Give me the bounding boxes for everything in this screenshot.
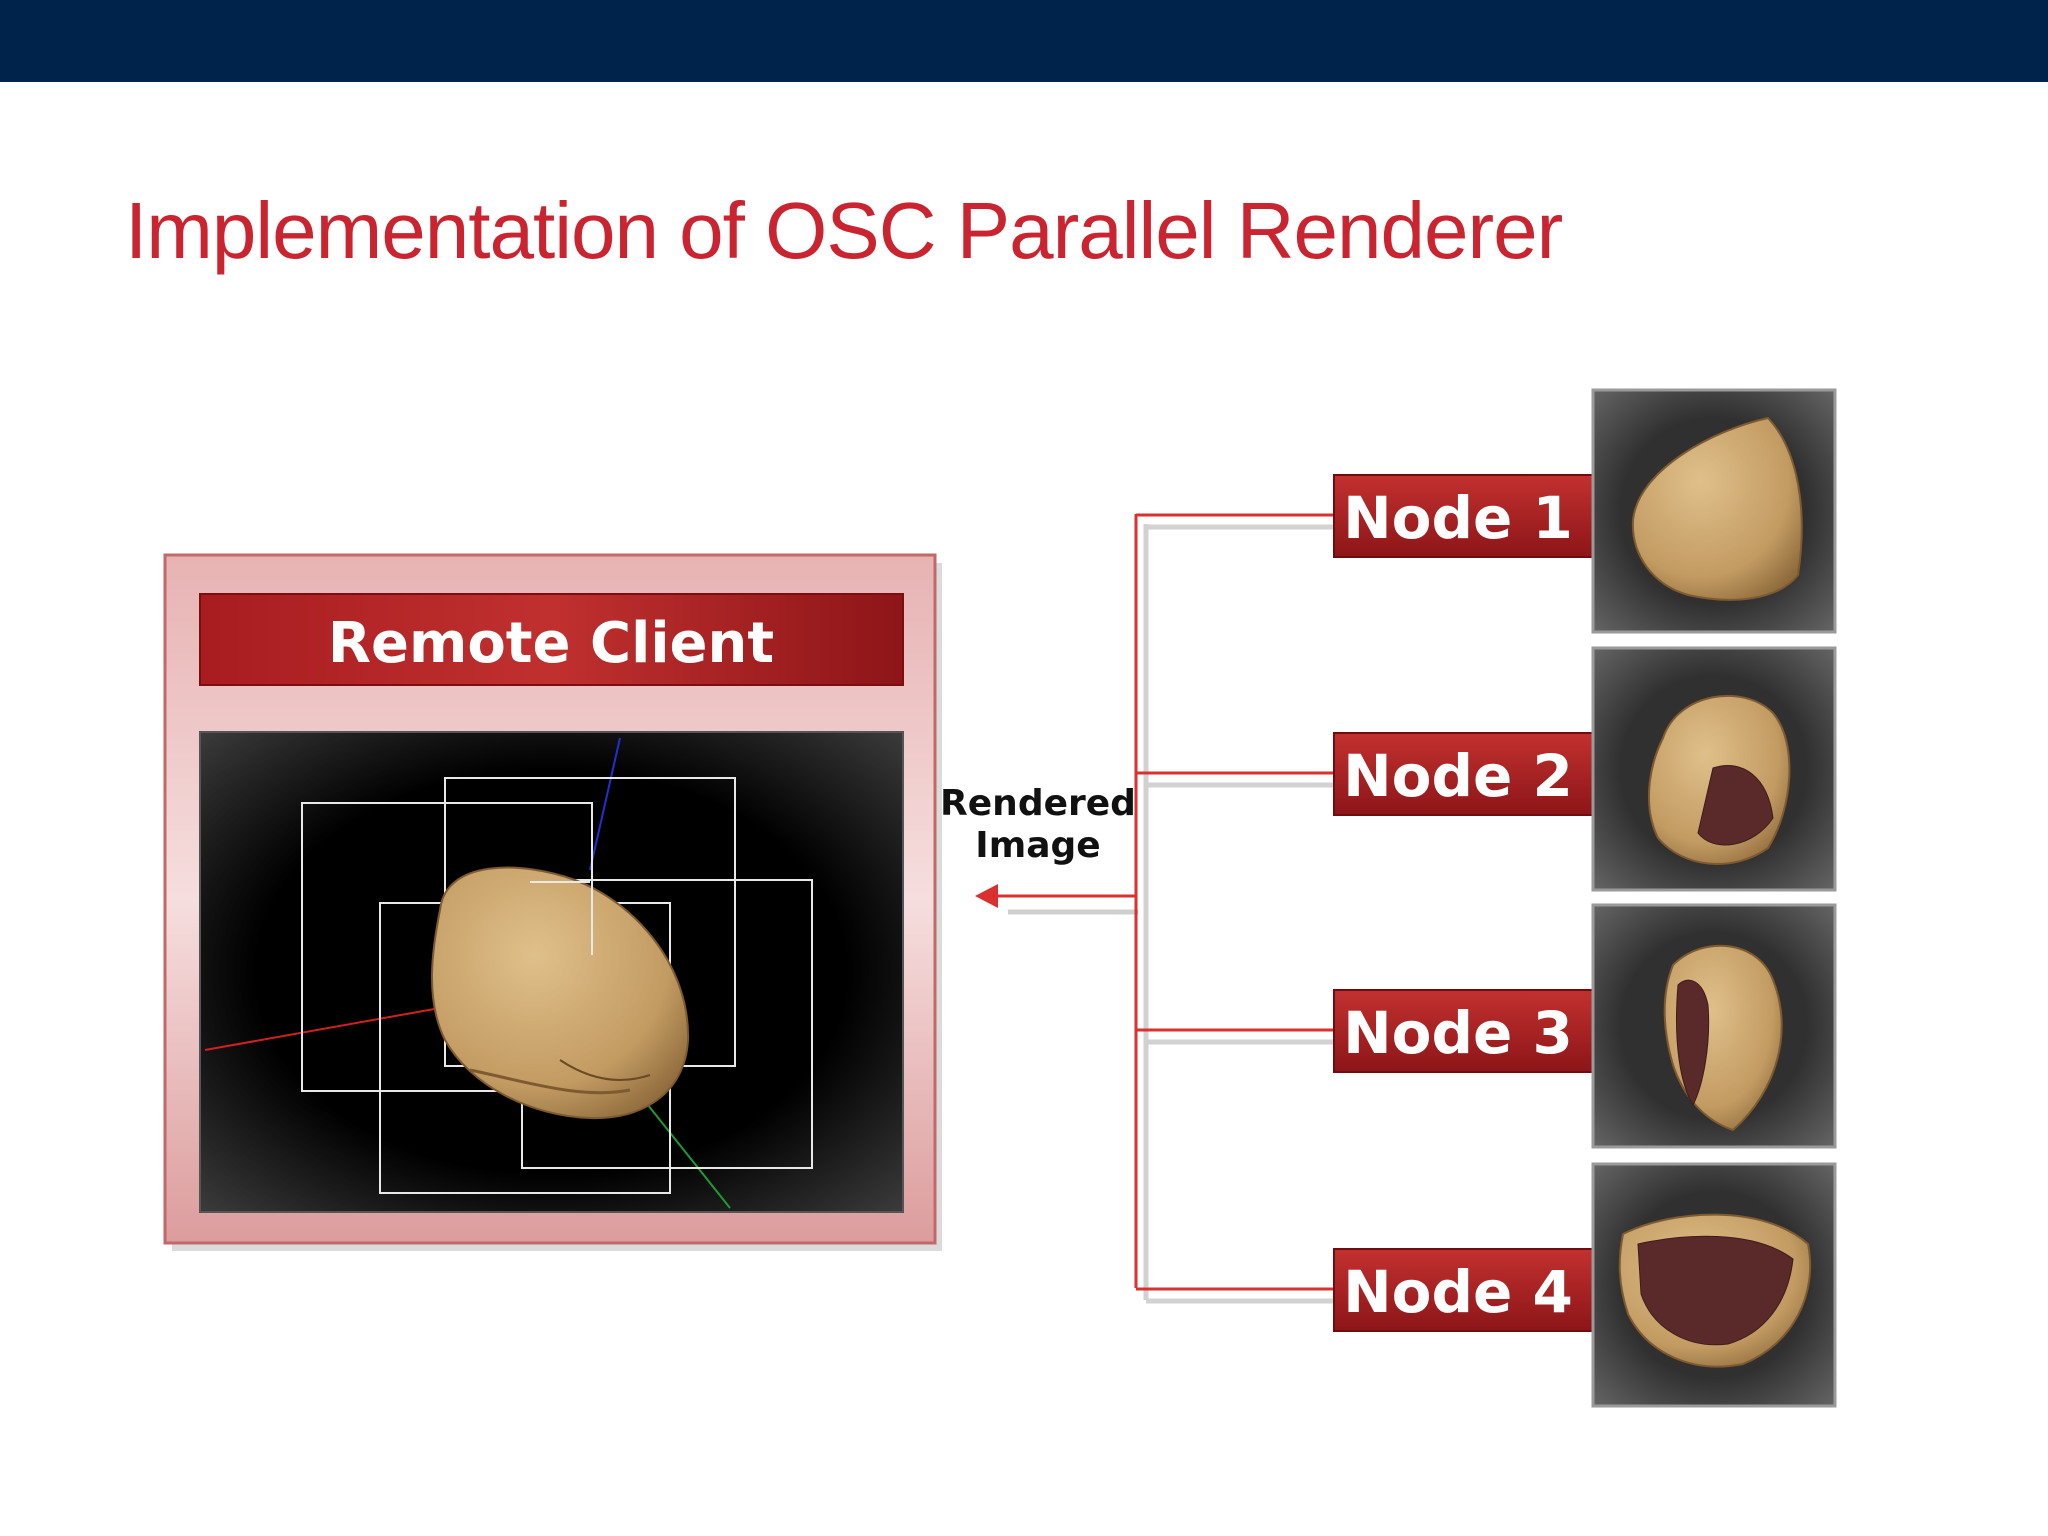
node-skull-render (1618, 1213, 1812, 1368)
skull-volume-render (431, 866, 690, 1120)
x-axis-line (204, 1007, 441, 1051)
remote-client-label: Remote Client (328, 611, 774, 676)
node-label-box (1333, 732, 1595, 816)
y-axis-line (639, 1094, 731, 1209)
connector-lines (1134, 513, 1335, 1304)
render-nodes: Node 1 Node 2 Node 3 Node 4 (1333, 388, 1837, 1408)
node-skull-render (1631, 416, 1803, 601)
node-label-box (1333, 989, 1595, 1073)
rendered-label-line2: Image (975, 825, 1100, 866)
z-axis-line (589, 737, 621, 871)
rendered-label-line1: Rendered (940, 783, 1136, 824)
node-skull-render (1648, 694, 1791, 865)
node-label: Node 4 (1343, 1258, 1573, 1326)
node-label: Node 1 (1343, 484, 1573, 552)
node-3: Node 3 (1333, 903, 1837, 1149)
node-label: Node 3 (1343, 999, 1573, 1067)
node-4: Node 4 (1333, 1162, 1837, 1408)
node-label-box (1333, 474, 1595, 558)
remote-client-window: Remote Client (163, 553, 942, 1251)
top-bar (0, 0, 2048, 82)
node-1: Node 1 (1333, 388, 1837, 634)
node-2: Node 2 (1333, 646, 1837, 892)
slide-title: Implementation of OSC Parallel Renderer (125, 186, 1563, 275)
rendered-image-arrow (975, 884, 1138, 915)
node-label: Node 2 (1343, 742, 1573, 810)
node-skull-render (1663, 944, 1783, 1132)
